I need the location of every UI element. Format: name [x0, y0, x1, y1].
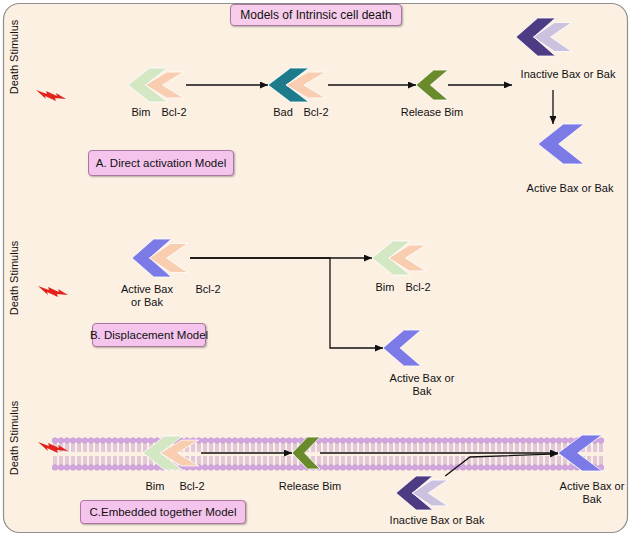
protein-chevron: [533, 23, 571, 52]
protein-chevron: [149, 244, 187, 273]
protein-complex: Active Bax or BakBcl-2: [132, 239, 190, 277]
arrow-connector: [320, 452, 558, 453]
protein-label: Bim: [370, 281, 400, 294]
protein-complex: BimBcl-2: [128, 68, 186, 102]
protein-label: Bim: [126, 106, 156, 119]
stimulus-label: Death Stimulus: [7, 2, 21, 112]
protein-label: Bcl-2: [398, 281, 438, 294]
lightning-bolt: [38, 442, 68, 453]
arrow-connector: [186, 84, 268, 85]
protein-chevron: [558, 435, 602, 471]
protein-shape: [538, 124, 584, 164]
protein-shape: [372, 241, 428, 275]
arrow-connector: [328, 84, 416, 85]
protein-label: Active Bax or Bak: [556, 480, 628, 506]
protein-shape: [128, 68, 186, 102]
title-text: Models of Intrinsic cell death: [240, 8, 391, 22]
protein-complex: Active Bax or Bak: [383, 330, 421, 366]
protein-shape: [383, 330, 421, 366]
protein-label: Active Bax or Bak: [116, 283, 178, 309]
protein-chevron: [416, 70, 448, 100]
protein-shape: [268, 68, 328, 102]
protein-shape: [132, 239, 190, 277]
stimulus-label: Death Stimulus: [7, 383, 21, 493]
arrow-connector: [552, 90, 553, 124]
stimulus-label: Death Stimulus: [7, 223, 21, 333]
protein-label: Bcl-2: [154, 106, 194, 119]
protein-complex: Inactive Bax or Bak: [396, 476, 450, 510]
lightning-bolt: [36, 90, 66, 101]
protein-complex: BadBcl-2: [268, 68, 328, 102]
death-stimulus-bolts: [36, 90, 68, 453]
model-label-box: C.Embedded together Model: [80, 500, 246, 524]
protein-shape: [416, 70, 448, 100]
protein-complex: Active Bax or Bak: [558, 435, 602, 471]
arrow-connector: [190, 257, 372, 258]
protein-complex: Release Bim: [416, 70, 448, 100]
protein-shape: [396, 476, 450, 510]
arrow-connector: [445, 454, 558, 476]
model-label: B. Displacement Model: [90, 328, 208, 342]
protein-chevron: [286, 72, 326, 98]
protein-label: Active Bax or Bak: [383, 372, 461, 398]
model-label-box: B. Displacement Model: [92, 323, 206, 347]
protein-label: Bcl-2: [188, 283, 228, 296]
protein-shape: [558, 435, 602, 471]
protein-chevron: [160, 440, 198, 466]
protein-chevron: [292, 437, 320, 469]
protein-complex: Active Bax or Bak: [538, 124, 584, 164]
protein-chevron: [538, 124, 584, 164]
protein-complex: BimBcl-2: [372, 241, 428, 275]
protein-label: Release Bim: [270, 480, 350, 493]
protein-label: Bcl-2: [296, 106, 336, 119]
protein-label: Bim: [140, 480, 170, 493]
protein-label: Release Bim: [392, 106, 472, 119]
protein-label: Active Bax or Bak: [515, 182, 625, 195]
protein-chevron: [389, 245, 426, 271]
lipid-bilayer: [52, 437, 604, 471]
protein-label: Bad: [268, 106, 298, 119]
protein-shape: [516, 18, 574, 56]
protein-label: Inactive Bax or Bak: [514, 68, 622, 81]
model-label-box: A. Direct activation Model: [88, 150, 234, 176]
protein-complex: Inactive Bax or Bak: [512, 18, 624, 90]
arrow-connector: [448, 84, 512, 85]
protein-chevron: [383, 330, 421, 366]
arrow-connector: [201, 452, 292, 453]
protein-chevron: [145, 72, 183, 98]
protein-complex: Release Bim: [292, 437, 320, 469]
model-label: A. Direct activation Model: [96, 156, 226, 170]
title-box: Models of Intrinsic cell death: [230, 4, 402, 26]
model-label: C.Embedded together Model: [89, 505, 236, 519]
arrow-connector: [190, 258, 383, 348]
protein-label: Inactive Bax or Bak: [382, 514, 492, 527]
protein-label: Bcl-2: [172, 480, 212, 493]
protein-complex: BimBcl-2: [143, 436, 201, 470]
protein-shape: [143, 436, 201, 470]
cell-frame: [4, 4, 628, 533]
protein-shape: [292, 437, 320, 469]
protein-chevron: [412, 480, 448, 506]
lightning-bolt: [38, 286, 68, 297]
